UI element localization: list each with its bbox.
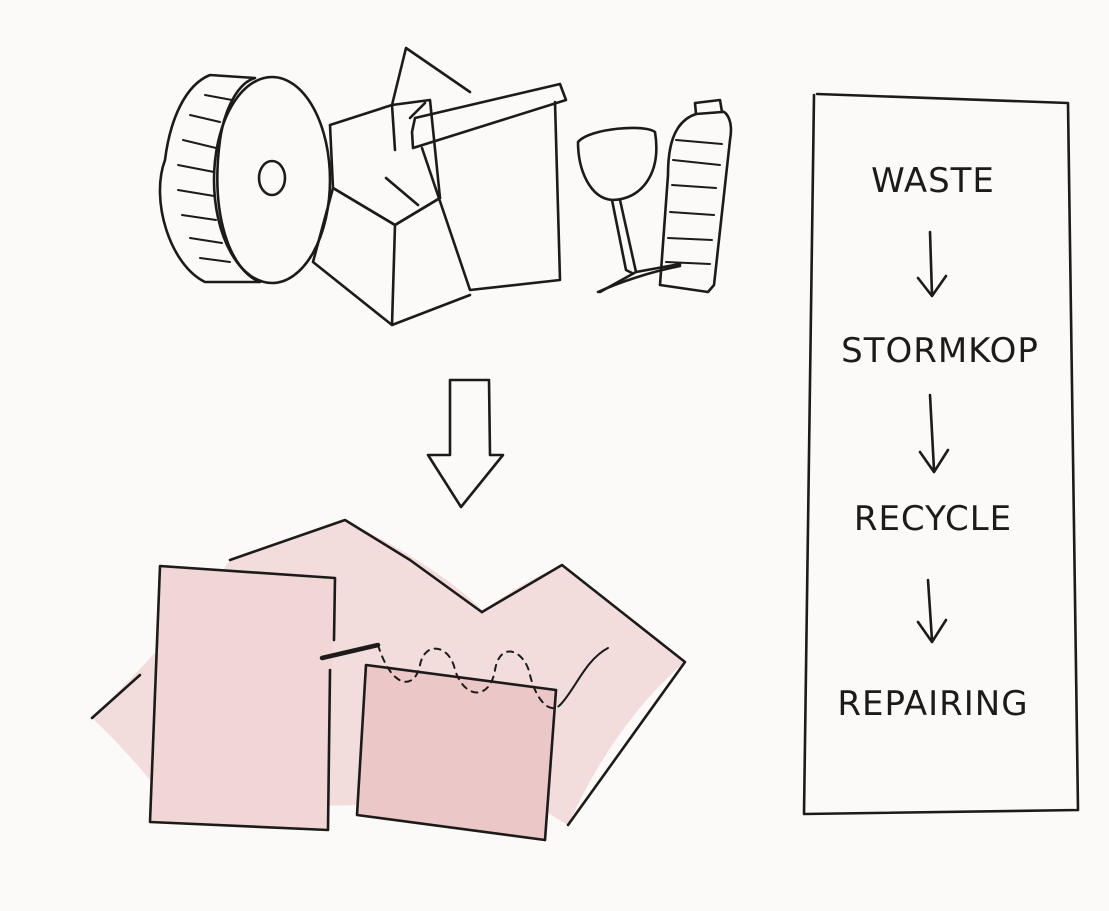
wine-glass-icon	[576, 126, 682, 294]
down-arrow-icon	[426, 378, 505, 509]
step-recycle-label: RECYCLE	[854, 499, 1012, 539]
tire-icon	[158, 73, 332, 285]
fabric-pieces-icon	[90, 518, 687, 842]
step-arrow-2-icon	[918, 393, 950, 474]
step-repairing-label: REPAIRING	[837, 684, 1028, 724]
plastic-bottle-icon	[658, 98, 733, 294]
waste-items-group	[158, 46, 733, 327]
bucket-icon	[408, 82, 568, 292]
step-arrow-3-icon	[916, 578, 948, 644]
cardboard-box-icon	[311, 46, 472, 327]
step-stormkop-label: STORMKOP	[841, 331, 1039, 371]
step-arrow-1-icon	[916, 230, 948, 298]
step-waste-label: WASTE	[871, 161, 995, 201]
flow-panel: WASTE STORMKOP RECYCLE REPAIRING	[802, 92, 1080, 816]
